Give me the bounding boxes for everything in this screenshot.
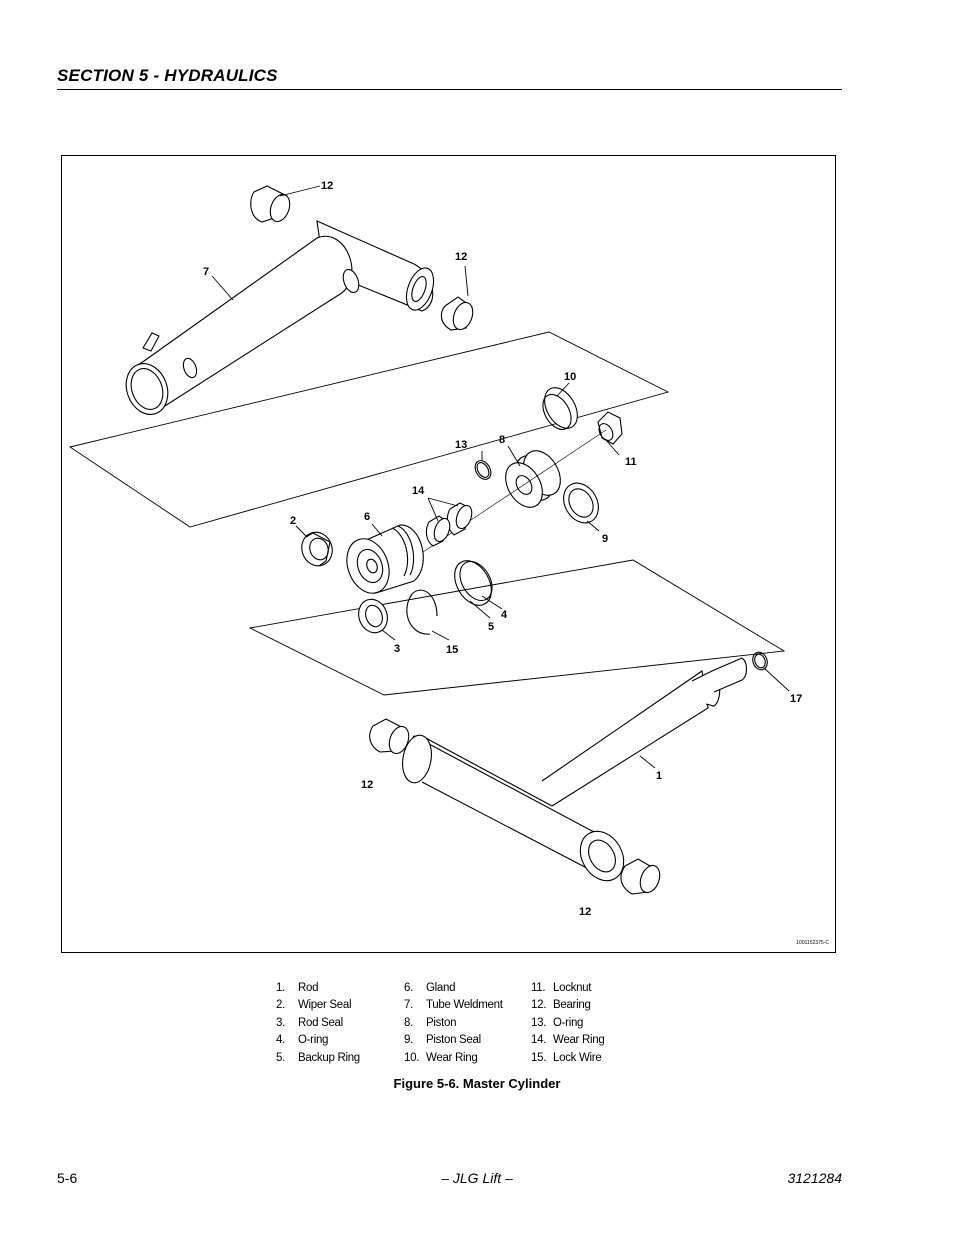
part-name: O-ring xyxy=(553,1016,584,1029)
list-item: 13. O-ring xyxy=(531,1015,604,1032)
part-number: 9. xyxy=(404,1034,413,1047)
part-number: 2. xyxy=(276,999,285,1012)
part-name: Rod Seal xyxy=(298,1016,343,1029)
parts-column-2: 6. Gland 7. Tube Weldment 8. Piston 9. Pisto… xyxy=(404,980,503,1067)
part-name: Gland xyxy=(426,982,456,994)
wear-ring-14-illustration xyxy=(425,502,473,547)
list-item: 14. Wear Ring xyxy=(531,1032,605,1049)
part-name: Backup Ring xyxy=(298,1051,360,1064)
callout-7: 7 xyxy=(203,266,209,278)
piston-seal-illustration xyxy=(563,482,599,524)
part-number: 6. xyxy=(404,982,413,994)
callout-13: 13 xyxy=(455,439,467,451)
callout-15: 15 xyxy=(446,644,458,656)
callout-8: 8 xyxy=(499,434,505,446)
callout-14: 14 xyxy=(412,485,425,497)
list-item: 9. Piston Seal xyxy=(404,1032,503,1049)
locknut-illustration xyxy=(597,411,623,445)
callout-10: 10 xyxy=(564,371,576,383)
part-number: 3. xyxy=(276,1016,285,1029)
callout-3: 3 xyxy=(394,643,400,655)
list-item: 15. Lock Wire xyxy=(531,1050,604,1067)
rod-illustration xyxy=(402,651,768,882)
part-name: Tube Weldment xyxy=(426,999,503,1012)
bearing-illustration-mid xyxy=(369,718,410,755)
tube-weldment-illustration xyxy=(125,220,435,415)
callout-6: 6 xyxy=(364,511,370,523)
part-number: 15. xyxy=(531,1051,547,1064)
part-name: Wiper Seal xyxy=(298,999,352,1012)
callout-2: 2 xyxy=(290,515,296,527)
list-item: 4. O-ring xyxy=(276,1032,360,1049)
part-name: Piston xyxy=(426,1016,457,1029)
callout-17: 17 xyxy=(790,693,802,705)
list-item: 1. Rod xyxy=(276,980,360,997)
wear-ring-10-illustration xyxy=(542,387,578,431)
part-number: 11. xyxy=(531,982,546,994)
rod-seal-illustration xyxy=(358,598,388,634)
part-number: 12. xyxy=(531,999,547,1012)
section-title: SECTION 5 - HYDRAULICS xyxy=(57,66,278,85)
list-item: 10. Wear Ring xyxy=(404,1050,503,1067)
bearing-illustration-bottom xyxy=(620,858,661,895)
list-item: 11. Locknut xyxy=(531,980,604,997)
part-number: 13. xyxy=(531,1016,547,1029)
part-name: Bearing xyxy=(553,999,591,1012)
list-item: 7. Tube Weldment xyxy=(404,997,503,1014)
callout-12-top-right: 12 xyxy=(455,251,467,263)
callout-5: 5 xyxy=(488,621,494,633)
part-name: Wear Ring xyxy=(426,1051,478,1064)
list-item: 2. Wiper Seal xyxy=(276,997,360,1014)
part-name: Wear Ring xyxy=(553,1034,605,1047)
part-name: Piston Seal xyxy=(426,1034,481,1047)
list-item: 3. Rod Seal xyxy=(276,1015,360,1032)
part-number: 1. xyxy=(276,982,285,994)
part-number: 10. xyxy=(404,1051,420,1064)
parts-column-1: 1. Rod 2. Wiper Seal 3. Rod Seal 4. O-ring 5… xyxy=(276,980,360,1067)
lock-wire-illustration xyxy=(406,589,438,635)
figure-caption: Figure 5-6. Master Cylinder xyxy=(393,1076,561,1091)
assembly-plane-upper xyxy=(68,331,670,528)
callout-4: 4 xyxy=(501,609,508,621)
part-number: 4. xyxy=(276,1034,285,1047)
page-number: 5-6 xyxy=(57,1170,78,1186)
part-number: 7. xyxy=(404,999,413,1012)
assembly-plane-lower xyxy=(248,559,786,696)
part-number: 8. xyxy=(404,1016,413,1029)
o-ring-13-illustration xyxy=(474,460,492,480)
bearing-illustration-top-left xyxy=(250,185,291,223)
list-item: 5. Backup Ring xyxy=(276,1050,360,1067)
header-rule xyxy=(57,89,842,90)
drawing-id: 1001152375-C xyxy=(796,940,829,946)
part-name: O-ring xyxy=(298,1034,329,1047)
part-name: Locknut xyxy=(553,982,592,994)
part-number: 5. xyxy=(276,1051,285,1064)
callout-12-mid: 12 xyxy=(361,779,373,791)
document-number: 3121284 xyxy=(787,1170,842,1186)
figure-frame: 12 12 7 10 13 8 11 14 2 6 9 4 5 3 15 17 … xyxy=(61,155,836,953)
bearing-illustration-top-right xyxy=(440,296,474,331)
list-item: 12. Bearing xyxy=(531,997,604,1014)
callout-11: 11 xyxy=(625,456,637,468)
footer-publisher: – JLG Lift – xyxy=(441,1170,513,1186)
callout-12-top-left: 12 xyxy=(321,180,333,192)
callout-9: 9 xyxy=(602,533,608,545)
exploded-view-drawing: 12 12 7 10 13 8 11 14 2 6 9 4 5 3 15 17 … xyxy=(68,180,802,918)
leader-lines xyxy=(211,185,790,769)
part-name: Lock Wire xyxy=(553,1051,602,1064)
list-item: 6. Gland xyxy=(404,980,503,997)
gland-illustration xyxy=(346,524,424,594)
list-item: 8. Piston xyxy=(404,1015,503,1032)
callout-12-bottom: 12 xyxy=(579,906,591,918)
wiper-seal-illustration xyxy=(301,531,333,567)
parts-column-3: 11. Locknut 12. Bearing 13. O-ring 14. Wear … xyxy=(531,980,605,1067)
part-number: 14. xyxy=(531,1034,547,1047)
callout-1: 1 xyxy=(656,770,662,782)
part-name: Rod xyxy=(298,982,319,994)
